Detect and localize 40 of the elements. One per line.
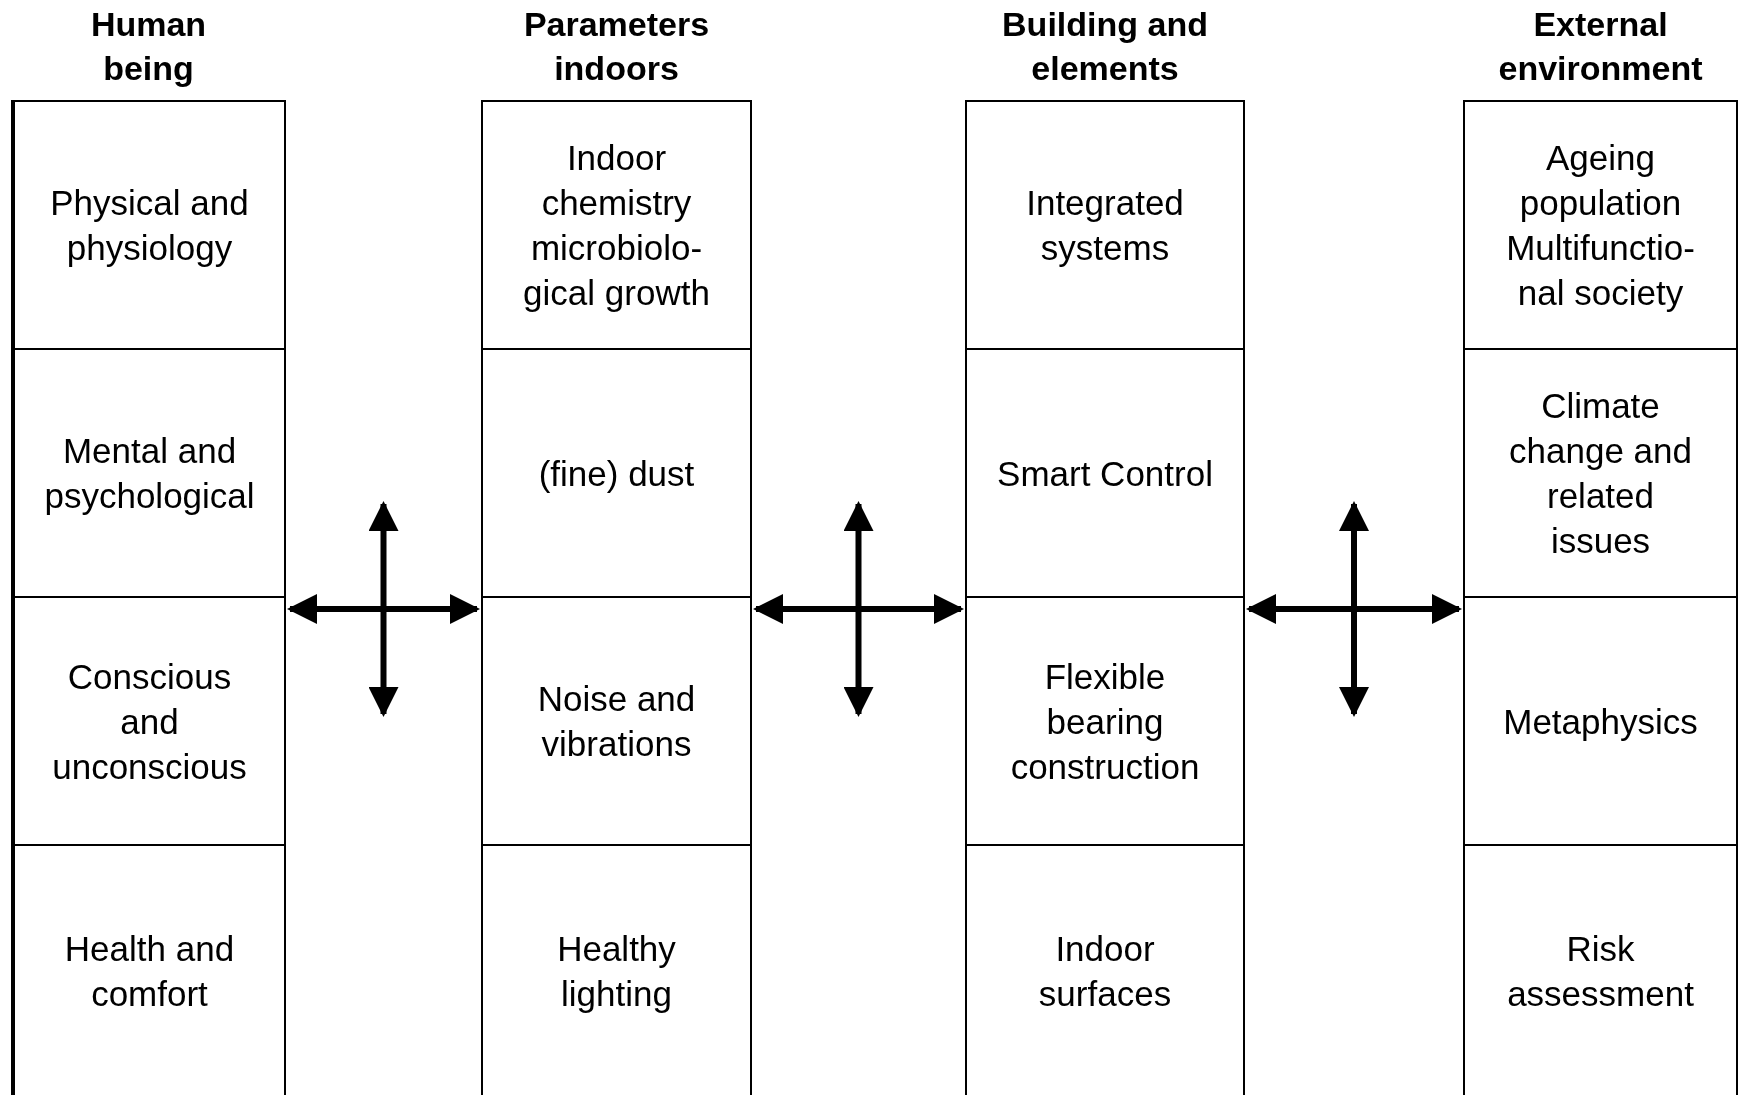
category-cell — [11, 844, 286, 1095]
category-cell — [965, 596, 1245, 844]
cell-text: Multifunctio-nal society — [1505, 227, 1696, 314]
category-cell — [11, 100, 286, 348]
cell-text: Climate change and related issues — [1508, 385, 1693, 562]
column-heading: Building and elements — [1001, 4, 1209, 89]
category-cell — [1463, 844, 1738, 1095]
cell-text: Health and comfort — [63, 927, 236, 1015]
cell-text: Indoor chemistry microbiolo-gical growth — [522, 137, 711, 314]
category-cell — [11, 596, 286, 844]
cell-text: Metaphysics — [1502, 700, 1699, 743]
cell-text: Indoor surfaces — [1037, 927, 1173, 1015]
cell-text: (fine) dust — [537, 452, 696, 495]
category-cell — [481, 100, 752, 348]
double-arrow — [287, 594, 480, 624]
cell-text: Physical and physiology — [49, 182, 250, 269]
column-heading: Parameters indoors — [522, 4, 711, 89]
cell-text: Flexible bearing construction — [1009, 655, 1201, 788]
category-cell — [1463, 596, 1738, 844]
category-cell — [965, 348, 1245, 596]
cell-text: Healthy lighting — [556, 927, 677, 1015]
cell-text: Noise and vibrations — [536, 678, 697, 765]
cell-text: Conscious and unconscious — [51, 655, 248, 788]
category-cell — [481, 348, 752, 596]
category-cell — [965, 100, 1245, 348]
column-heading: Human being — [89, 4, 208, 89]
category-cell — [11, 348, 286, 596]
category-cell — [481, 844, 752, 1095]
column-heading: External environment — [1497, 4, 1704, 89]
category-cell — [481, 596, 752, 844]
double-arrow — [753, 594, 964, 624]
double-arrow — [1246, 594, 1462, 624]
category-cell — [1463, 100, 1738, 348]
cell-text: Smart Control — [996, 452, 1214, 495]
cell-text: Risk assessment — [1506, 927, 1695, 1015]
category-cell — [965, 844, 1245, 1095]
cell-text: Mental and psychological — [43, 430, 256, 517]
cell-text: Integrated systems — [1025, 182, 1185, 269]
category-cell — [1463, 348, 1738, 596]
cell-text: Ageing population — [1518, 137, 1683, 224]
